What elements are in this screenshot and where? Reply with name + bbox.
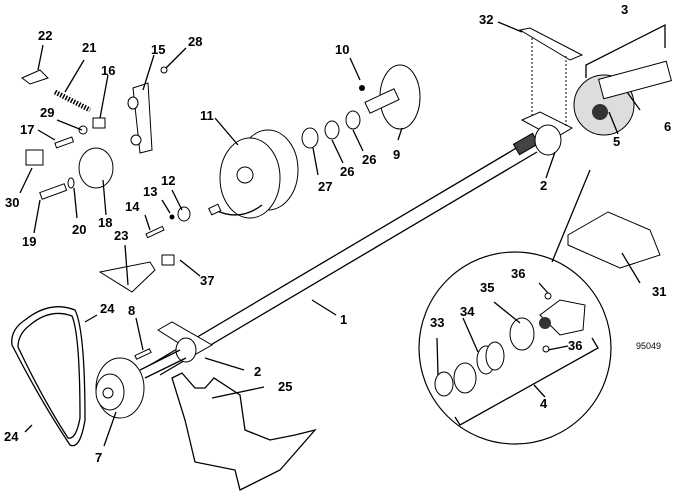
label-26-right: 26 [362, 152, 376, 167]
part-idler-bracket-15 [127, 82, 153, 154]
label-14: 14 [125, 199, 140, 214]
label-25: 25 [278, 379, 292, 394]
label-10: 10 [335, 42, 349, 57]
part-flange-9 [364, 64, 421, 130]
part-guard-31 [567, 211, 661, 269]
label-11: 11 [200, 108, 214, 123]
label-3: 3 [621, 2, 628, 17]
label-13: 13 [143, 184, 157, 199]
part-bracket-25 [171, 372, 317, 491]
label-8: 8 [128, 303, 135, 318]
leader-lines [19, 21, 641, 447]
label-6: 6 [664, 119, 671, 134]
part-bearing-right [520, 111, 574, 156]
label-24-top: 24 [100, 301, 115, 316]
part-pulley-7 [95, 357, 145, 419]
part-belt-24 [11, 306, 86, 447]
part-bolt-19 [39, 183, 68, 200]
label-2-right: 2 [540, 178, 547, 193]
part-plate-32 [518, 27, 584, 128]
label-35: 35 [480, 280, 494, 295]
label-2-left: 2 [254, 364, 261, 379]
part-spacer-30 [25, 149, 44, 166]
label-22: 22 [38, 28, 52, 43]
label-27: 27 [318, 179, 332, 194]
label-18: 18 [98, 215, 112, 230]
label-24-bottom: 24 [4, 429, 19, 444]
label-21: 21 [82, 40, 96, 55]
part-clutch-11 [208, 129, 299, 219]
part-washer-26b [345, 110, 361, 130]
label-34: 34 [460, 304, 475, 319]
label-29: 29 [40, 105, 54, 120]
part-labels: 1 2 2 3 4 5 6 7 8 9 10 11 12 13 14 15 16… [4, 2, 671, 465]
part-spacer-27 [301, 127, 319, 149]
label-36-bottom: 36 [568, 338, 582, 353]
part-yoke-detail [418, 169, 612, 445]
label-36-top: 36 [511, 266, 525, 281]
part-screw-10 [359, 85, 365, 91]
label-1: 1 [340, 312, 347, 327]
part-washer-20 [67, 177, 75, 189]
label-26-left: 26 [340, 164, 354, 179]
part-bushing-16 [92, 117, 106, 129]
label-30: 30 [5, 195, 19, 210]
part-bolt-17 [54, 136, 75, 149]
label-9: 9 [393, 147, 400, 162]
label-17: 17 [20, 122, 34, 137]
label-23: 23 [114, 228, 128, 243]
part-bearing-left [139, 321, 214, 379]
part-spring-21 [53, 89, 92, 113]
label-28: 28 [188, 34, 202, 49]
part-washer-29 [78, 125, 88, 135]
label-33: 33 [430, 315, 444, 330]
part-idler-pulley-18 [78, 147, 114, 189]
label-32: 32 [479, 12, 493, 27]
label-15: 15 [151, 42, 165, 57]
label-5: 5 [613, 134, 620, 149]
label-19: 19 [22, 234, 36, 249]
label-7: 7 [95, 450, 102, 465]
label-16: 16 [101, 63, 115, 78]
label-12: 12 [161, 173, 175, 188]
label-31: 31 [652, 284, 666, 299]
part-ujoint-detail [573, 23, 673, 136]
part-key-8 [134, 348, 152, 360]
part-washer-13 [169, 214, 175, 220]
label-20: 20 [72, 222, 86, 237]
drawing-id: 95049 [636, 341, 661, 351]
part-clip-37 [161, 254, 175, 266]
part-bracket-22 [21, 69, 49, 85]
part-nut-28 [160, 66, 168, 74]
label-37: 37 [200, 273, 214, 288]
part-washer-12 [177, 206, 191, 222]
part-bolt-14 [145, 225, 165, 239]
part-washer-26a [324, 120, 340, 140]
label-4: 4 [540, 396, 548, 411]
part-shaft [149, 132, 540, 376]
